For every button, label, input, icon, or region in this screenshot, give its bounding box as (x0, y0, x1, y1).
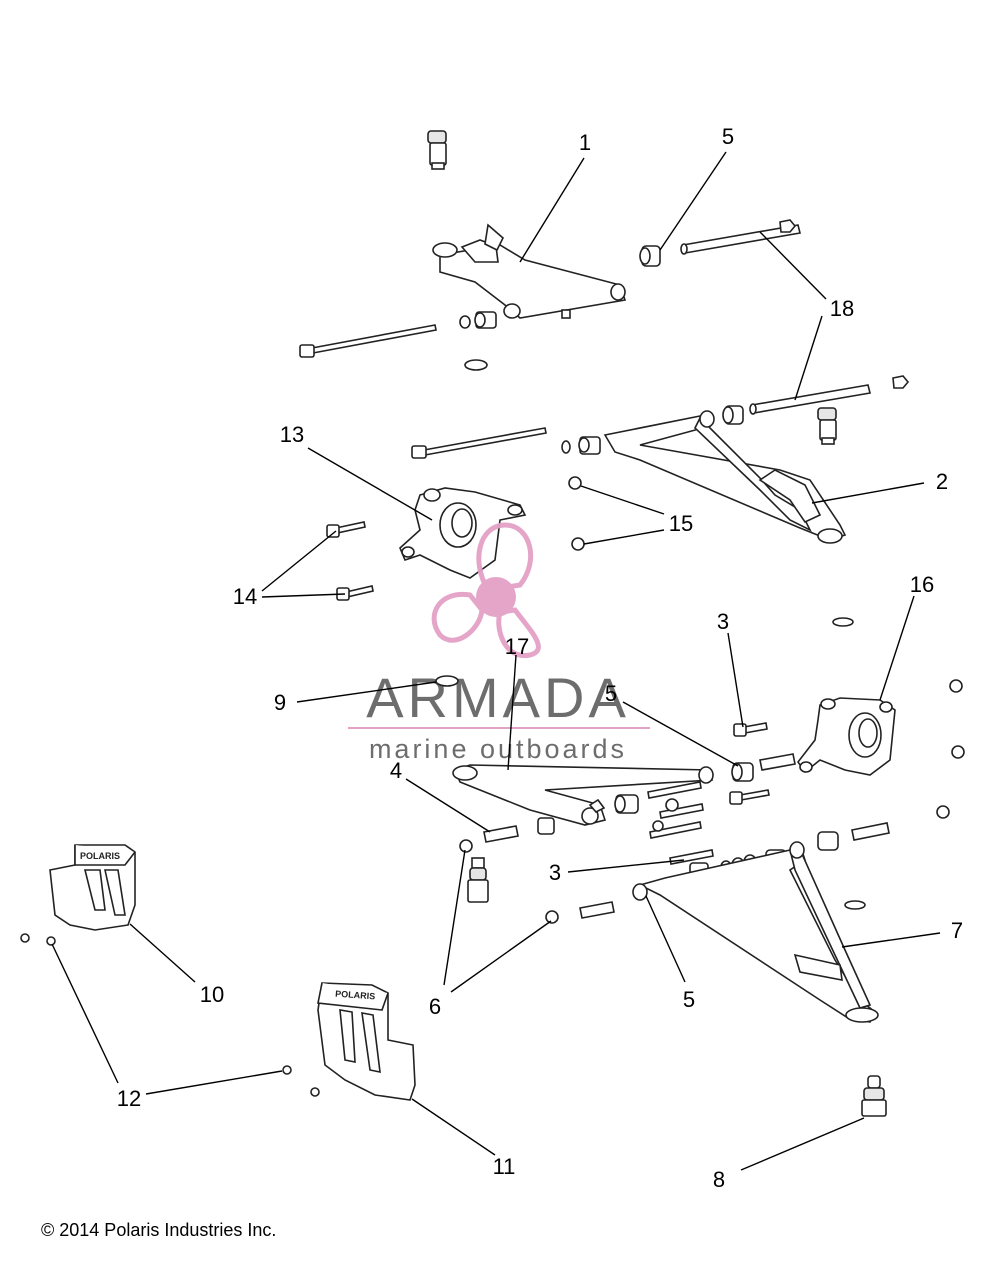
callout-14: 14 (233, 584, 257, 609)
callout-15: 15 (669, 511, 693, 536)
callout-6: 6 (429, 994, 441, 1019)
nut-15-upper (568, 476, 582, 490)
nut-15-lower (571, 537, 585, 551)
callout-7: 7 (951, 918, 963, 943)
nut-6-lower (545, 910, 559, 924)
bolts-14 (326, 521, 374, 601)
ball-joint-part-8 (861, 1075, 887, 1117)
bushings-17 (614, 753, 796, 814)
callout-18: 18 (830, 296, 854, 321)
callout-2: 2 (936, 469, 948, 494)
lower-arm-bushings-left (561, 436, 601, 455)
nuts-right-column (936, 679, 965, 819)
snap-ring-lower (844, 900, 866, 910)
upper-arm-bushings (459, 309, 571, 329)
callout-5-top: 5 (722, 124, 734, 149)
callout-17: 17 (505, 634, 529, 659)
skid-guard-part-10 (49, 844, 136, 931)
bushing-middle (722, 405, 744, 425)
lower-a-arm-part-7 (632, 841, 879, 1023)
leader-lines (51, 151, 941, 1171)
bolt-3-upper (733, 722, 768, 737)
ball-joint-middle (817, 407, 837, 445)
callout-12: 12 (117, 1086, 141, 1111)
skid-guard-part-11 (317, 982, 416, 1101)
fasteners-12 (20, 933, 320, 1097)
callout-3-top: 3 (717, 609, 729, 634)
callout-11: 11 (493, 1154, 516, 1179)
steering-knuckle-left (399, 487, 527, 579)
copyright-notice: © 2014 Polaris Industries Inc. (41, 1220, 276, 1240)
bushing-top (639, 245, 661, 267)
long-bolt-upper (299, 324, 437, 358)
guard-logo-lower: POLARIS (335, 989, 376, 1002)
callout-13: 13 (280, 422, 304, 447)
watermark-tagline: marine outboards (369, 734, 627, 764)
armada-logo (431, 522, 541, 658)
steering-knuckle-right (797, 697, 896, 776)
snap-ring-16 (832, 617, 854, 627)
callout-10: 10 (200, 982, 224, 1007)
callout-3-middle: 3 (549, 860, 561, 885)
callout-16: 16 (910, 572, 934, 597)
callout-4: 4 (390, 758, 402, 783)
callout-9: 9 (274, 690, 286, 715)
callout-8: 8 (713, 1167, 725, 1192)
callout-1: 1 (579, 130, 591, 155)
callout-5-bottom: 5 (683, 987, 695, 1012)
nut-6-upper (459, 839, 473, 853)
shaft-lower-left (579, 901, 615, 919)
ball-joint-lower-left (467, 857, 489, 903)
nut-middle-right (892, 375, 910, 389)
upper-a-arm-part-1 (432, 223, 627, 319)
snap-ring-upper (464, 359, 488, 371)
guard-logo-upper: POLARIS (80, 851, 120, 861)
callout-5-middle: 5 (605, 681, 617, 706)
nut-top-right (779, 219, 797, 233)
a-arm-part-2 (603, 410, 847, 544)
ball-joint-top (427, 130, 447, 170)
watermark-brand: ARMADA (366, 666, 630, 729)
pivot-shaft-top (680, 224, 801, 255)
a-arm-part-17 (452, 764, 714, 826)
callouts: 1 5 18 2 13 15 14 16 3 17 9 5 4 3 7 10 6… (117, 124, 963, 1192)
pivot-shaft-middle (749, 384, 871, 415)
long-bolt-middle (411, 427, 547, 459)
snap-ring-9 (435, 675, 459, 687)
